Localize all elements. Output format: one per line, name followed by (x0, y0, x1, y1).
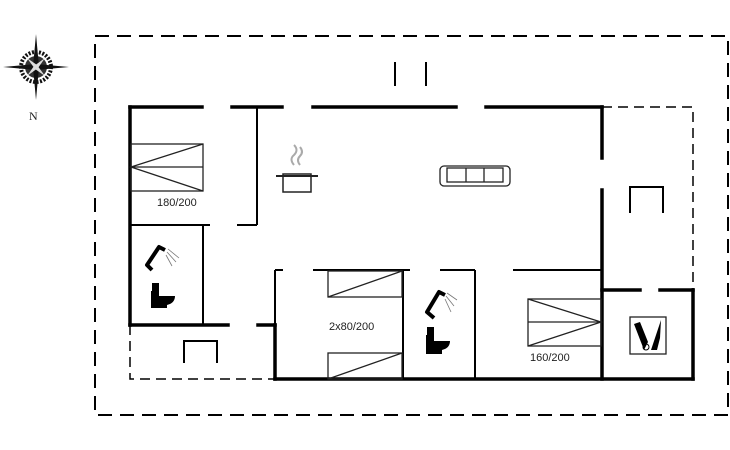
double-bed-160 (527, 298, 604, 347)
cooking-pot-icon (276, 144, 318, 193)
bed-size-label: 180/200 (157, 197, 197, 209)
shower-icon (145, 245, 180, 272)
toilet-icon (151, 283, 175, 308)
shower-icon (425, 290, 458, 320)
double-bed-180 (128, 143, 204, 192)
single-bed-bottom (327, 352, 403, 380)
toilet-icon (426, 327, 450, 354)
single-bed-top (327, 270, 403, 298)
interior-walls (130, 107, 602, 379)
bed-size-label: 160/200 (530, 352, 570, 364)
utility-cleaning-icon (629, 316, 667, 355)
compass-rose-icon (3, 34, 69, 100)
step-marker (183, 186, 664, 363)
dashed-annex (129, 106, 694, 380)
window-marker (394, 62, 427, 86)
bed-size-label: 2x80/200 (329, 321, 374, 333)
exterior-walls (128, 105, 695, 381)
terrace-boundary (94, 35, 729, 416)
compass-north-label: N (29, 109, 38, 123)
sofa-icon (439, 165, 511, 187)
